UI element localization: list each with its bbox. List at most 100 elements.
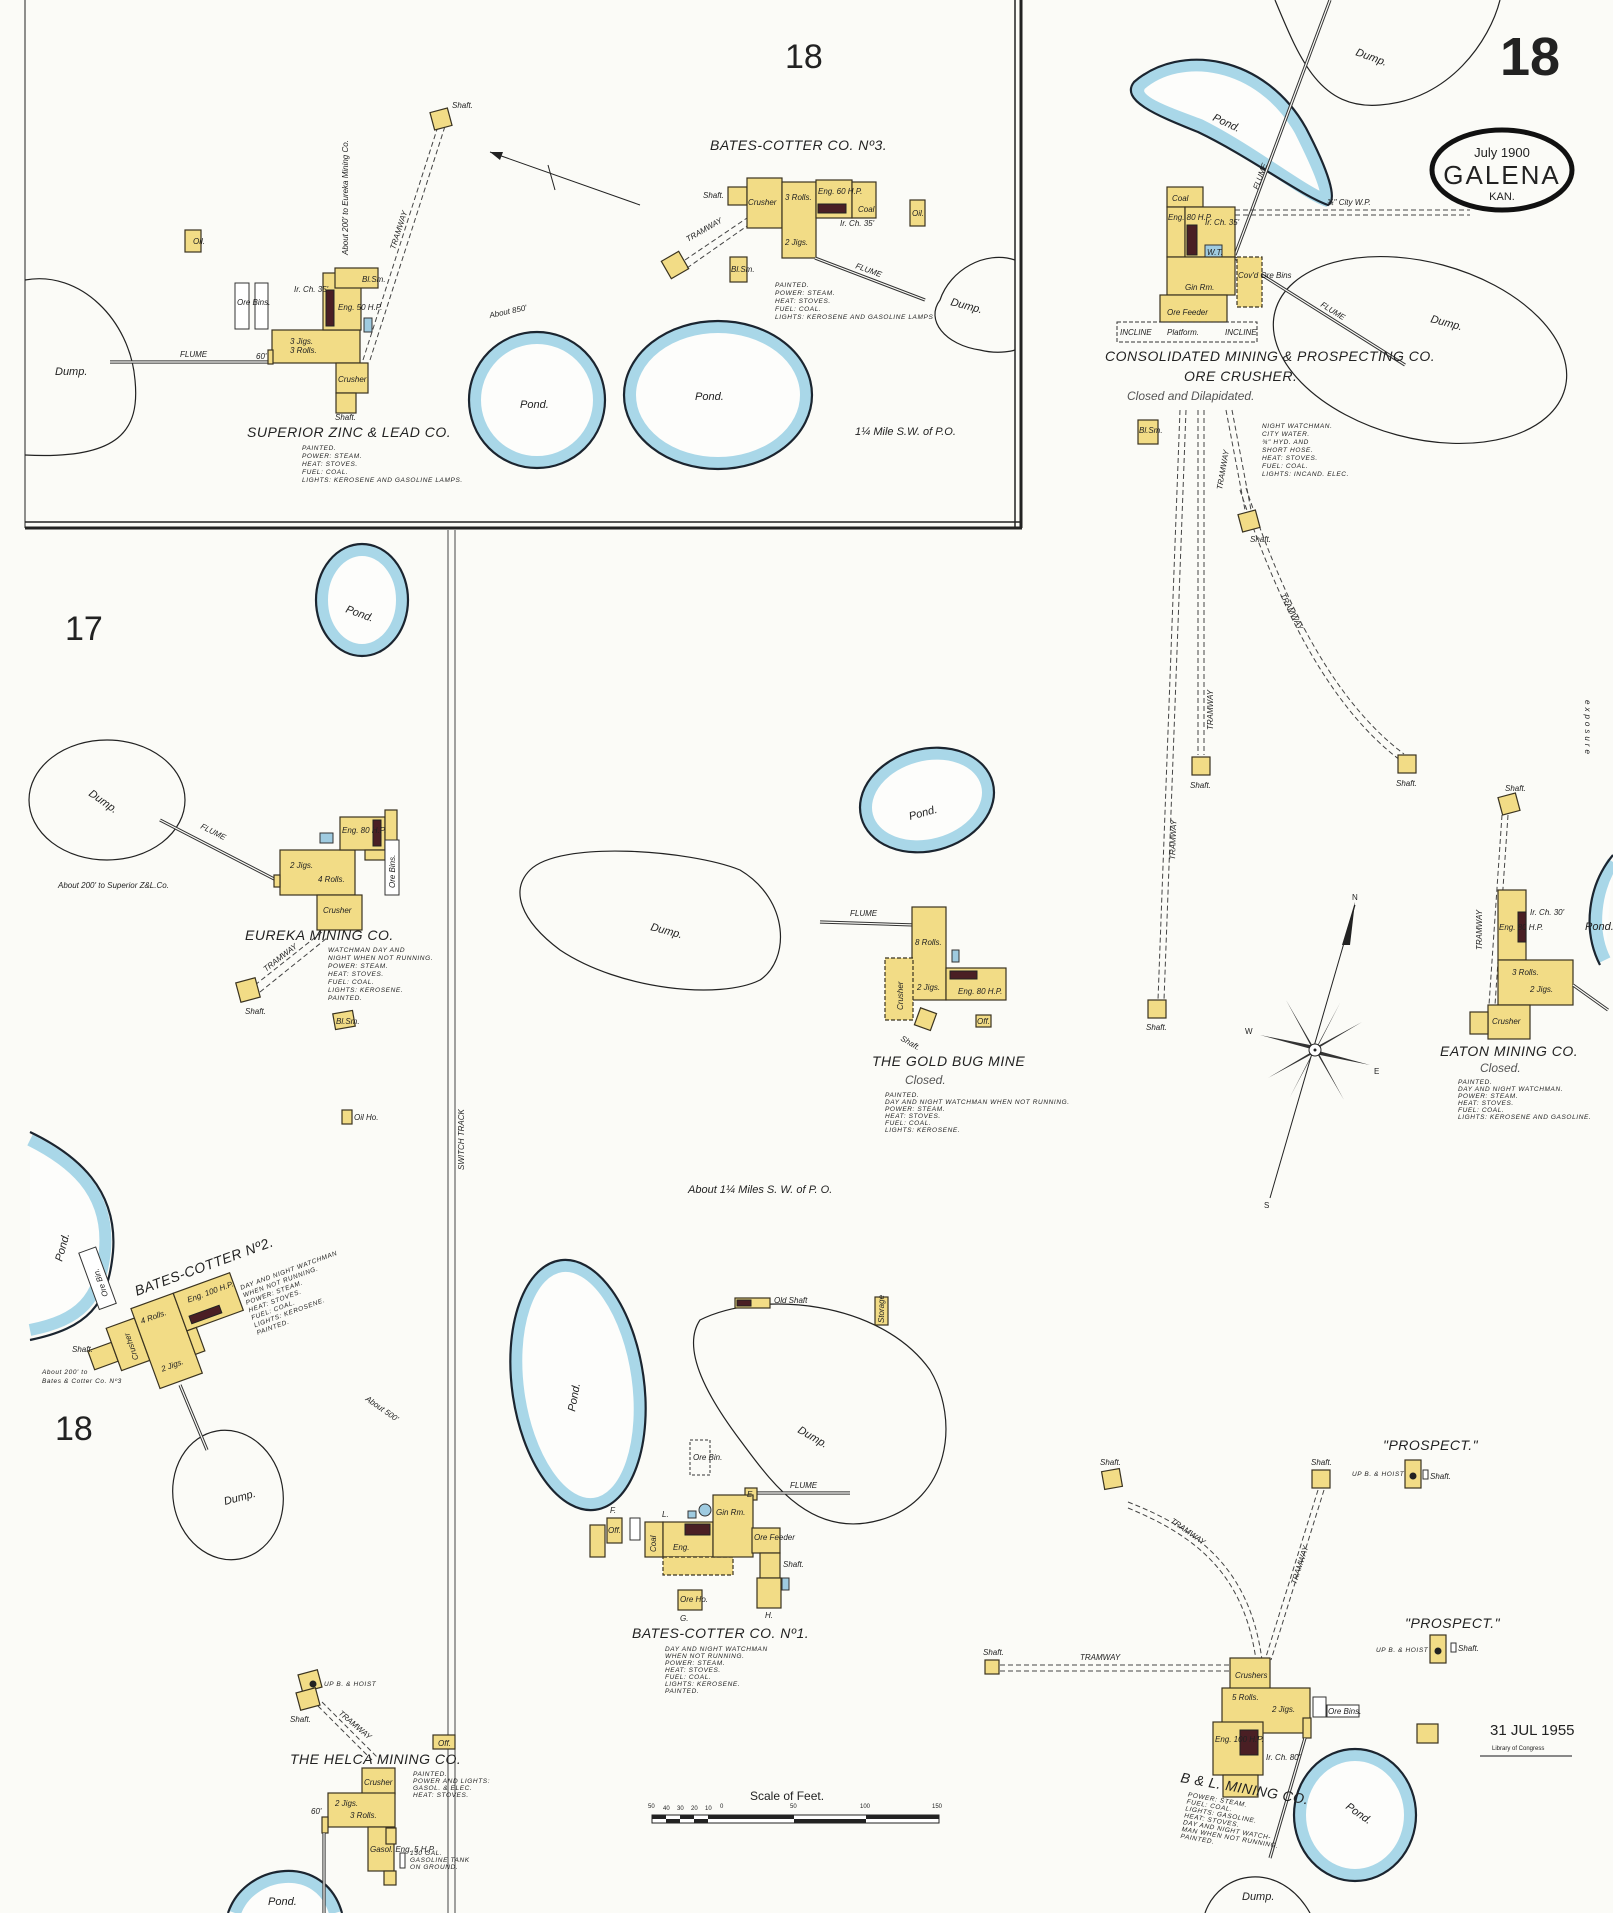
svg-text:Dump.: Dump. — [86, 788, 119, 816]
sheet-number: 18 — [1500, 27, 1560, 87]
svg-text:Closed and Dilapidated.: Closed and Dilapidated. — [1127, 389, 1254, 403]
svg-text:2 Jigs.: 2 Jigs. — [289, 861, 313, 870]
svg-text:FLUME: FLUME — [1251, 162, 1269, 191]
svg-text:Cov'd Ore Bins: Cov'd Ore Bins — [1238, 271, 1292, 280]
svg-text:Crushers: Crushers — [1235, 1671, 1267, 1680]
svg-text:EUREKA MINING CO.: EUREKA MINING CO. — [245, 927, 394, 943]
edge-exposure-text: exposure — [1583, 700, 1592, 757]
svg-text:Ore Bin.: Ore Bin. — [693, 1453, 722, 1462]
svg-text:3 Rolls.: 3 Rolls. — [290, 346, 317, 355]
svg-text:L.: L. — [662, 1510, 669, 1519]
svg-text:Shaft.: Shaft. — [899, 1034, 922, 1052]
compass-e: E — [1374, 1067, 1379, 1076]
svg-text:TRAMWAY: TRAMWAY — [337, 1709, 374, 1742]
svg-text:Platform.: Platform. — [1167, 328, 1199, 337]
svg-text:Dump.: Dump. — [1354, 47, 1389, 69]
bates-cotter-no3: BATES-COTTER CO. Nº3. FLUME TRAMWAY Shaf… — [660, 137, 933, 321]
svg-text:Bl.Sm.: Bl.Sm. — [1139, 426, 1163, 435]
svg-text:DAY AND NIGHT WATCHMAN W: DAY AND NIGHT WATCHMAN WHEN NOT RUNNING.… — [665, 1646, 770, 1695]
svg-text:Off.: Off. — [438, 1739, 451, 1748]
svg-text:3 Rolls.: 3 Rolls. — [350, 1811, 377, 1820]
svg-text:2 Jigs.: 2 Jigs. — [784, 238, 808, 247]
compass-s: S — [1264, 1201, 1269, 1210]
small-building — [1416, 1723, 1439, 1744]
svg-text:Eng. 50 H.P.: Eng. 50 H.P. — [338, 303, 382, 312]
svg-text:31 JUL 1955: 31 JUL 1955 — [1490, 1722, 1575, 1739]
svg-text:0: 0 — [720, 1804, 724, 1810]
svg-text:W.T.: W.T. — [1207, 248, 1223, 257]
flume — [1572, 983, 1609, 1012]
svg-text:TRAMWAY: TRAMWAY — [1289, 1544, 1310, 1586]
oil-label: Oil. — [193, 237, 205, 246]
svg-text:TRAMWAY: TRAMWAY — [685, 216, 725, 244]
svg-text:Eng.: Eng. — [673, 1543, 689, 1552]
b-and-l-mining-co: Shaft. Shaft. TRAMWAY TRAMWAY Shaft. TRA… — [983, 1458, 1361, 1859]
eaton-mining-co: Shaft. TRAMWAY Eng. 80 H.P. Ir. Ch. 30' … — [1440, 784, 1609, 1121]
svg-text:Eng. 100 H.P.: Eng. 100 H.P. — [1215, 1735, 1264, 1744]
svg-text:Library of Congress: Library of Congress — [1492, 1746, 1544, 1752]
svg-text:FLUME: FLUME — [850, 909, 878, 918]
svg-text:PAINTED. POWER AND LIGHT: PAINTED. POWER AND LIGHTS: GASOL. & ELEC… — [413, 1771, 493, 1799]
svg-text:Ore Bins.: Ore Bins. — [1328, 1707, 1361, 1716]
svg-text:2 Jigs.: 2 Jigs. — [334, 1799, 358, 1808]
svg-text:Shaft.: Shaft. — [1311, 1458, 1332, 1467]
svg-text:Coal: Coal — [1172, 194, 1189, 203]
prospect-1: "PROSPECT." Shaft. UP B. & HOIST — [1352, 1437, 1478, 1489]
svg-text:10: 10 — [705, 1806, 712, 1812]
inset-sheet-number: 18 — [785, 38, 823, 76]
gold-bug-mine: FLUME 8 Rolls. 2 Jigs. Eng. 80 H.P. Crus… — [819, 906, 1072, 1134]
svg-text:H.: H. — [765, 1611, 773, 1620]
svg-text:BATES-COTTER CO. Nº1.: BATES-COTTER CO. Nº1. — [632, 1625, 809, 1641]
svg-text:TRAMWAY: TRAMWAY — [262, 941, 300, 973]
svg-text:Shaft.: Shaft. — [335, 413, 356, 422]
svg-text:PAINTED. POWER: STEAM.: PAINTED. POWER: STEAM. HEAT: STOVES. FUE… — [302, 445, 463, 484]
svg-text:Dump.: Dump. — [949, 296, 983, 316]
svg-text:PAINTED. DAY AND NIGHT W: PAINTED. DAY AND NIGHT WATCHMAN. POWER: … — [1458, 1079, 1591, 1121]
svg-text:Gin Rm.: Gin Rm. — [1185, 283, 1214, 292]
svg-text:EATON MINING CO.: EATON MINING CO. — [1440, 1043, 1578, 1059]
svg-text:Bl.Sm.: Bl.Sm. — [362, 275, 386, 284]
svg-text:Shaft.: Shaft. — [1190, 781, 1211, 790]
svg-text:3 Rolls.: 3 Rolls. — [785, 193, 812, 202]
svg-text:INCLINE: INCLINE — [1120, 328, 1152, 337]
library-stamp: 31 JUL 1955 Library of Congress — [1480, 1722, 1575, 1757]
svg-text:100: 100 — [860, 1804, 871, 1810]
flume — [1234, 256, 1406, 367]
svg-text:POWER: STEAM. FUEL: CO: POWER: STEAM. FUEL: COAL. LIGHTS: GASOLI… — [1180, 1792, 1288, 1858]
svg-text:Ore Feeder: Ore Feeder — [1167, 308, 1208, 317]
svg-text:Oil Ho.: Oil Ho. — [354, 1113, 378, 1122]
svg-text:Crusher: Crusher — [364, 1778, 393, 1787]
svg-text:Ir. Ch. 35': Ir. Ch. 35' — [294, 285, 329, 294]
svg-text:UP B. & HOIST: UP B. & HOIST — [1352, 1471, 1405, 1478]
svg-text:Shaft.: Shaft. — [245, 1007, 266, 1016]
svg-text:TRAMWAY: TRAMWAY — [1206, 689, 1215, 730]
svg-text:TRAMWAY: TRAMWAY — [1168, 819, 1178, 860]
svg-text:130 GAL. GASOLINE TANK: 130 GAL. GASOLINE TANK ON GROUND. — [410, 1850, 472, 1871]
svg-text:Coal: Coal — [649, 1535, 658, 1552]
svg-text:Dump.: Dump. — [1429, 313, 1463, 333]
svg-text:3 Rolls.: 3 Rolls. — [1512, 968, 1539, 977]
svg-text:Ir. Ch. 30': Ir. Ch. 30' — [1530, 908, 1565, 917]
svg-text:Ore Feeder: Ore Feeder — [754, 1533, 795, 1542]
svg-text:8 Rolls.: 8 Rolls. — [915, 938, 942, 947]
svg-text:G.: G. — [680, 1614, 688, 1623]
svg-text:60': 60' — [311, 1807, 322, 1816]
prospect-2: "PROSPECT." Shaft. UP B. & HOIST — [1376, 1615, 1500, 1664]
svg-text:Ore Bins.: Ore Bins. — [237, 298, 270, 307]
compass-w: W — [1245, 1027, 1253, 1036]
svg-text:Shaft.: Shaft. — [452, 101, 473, 110]
svg-text:TRAMWAY: TRAMWAY — [1475, 909, 1484, 950]
svg-text:Coal: Coal — [858, 205, 875, 214]
svg-text:WATCHMAN DAY AND NIGHT W: WATCHMAN DAY AND NIGHT WHEN NOT RUNNING.… — [328, 947, 436, 1002]
cartouche-city: GALENA — [1443, 160, 1561, 190]
svg-text:Pond.: Pond. — [520, 399, 549, 411]
svg-text:50: 50 — [790, 1804, 797, 1810]
svg-text:F.: F. — [610, 1506, 616, 1515]
svg-text:Dump.: Dump. — [796, 1424, 830, 1451]
svg-text:Closed.: Closed. — [1480, 1061, 1521, 1075]
svg-text:PAINTED. DAY AND NIGHT W: PAINTED. DAY AND NIGHT WATCHMAN WHEN NOT… — [885, 1092, 1072, 1134]
flume — [814, 256, 926, 302]
svg-text:3 Jigs.: 3 Jigs. — [290, 337, 313, 346]
svg-text:Shaft.: Shaft. — [1146, 1023, 1167, 1032]
